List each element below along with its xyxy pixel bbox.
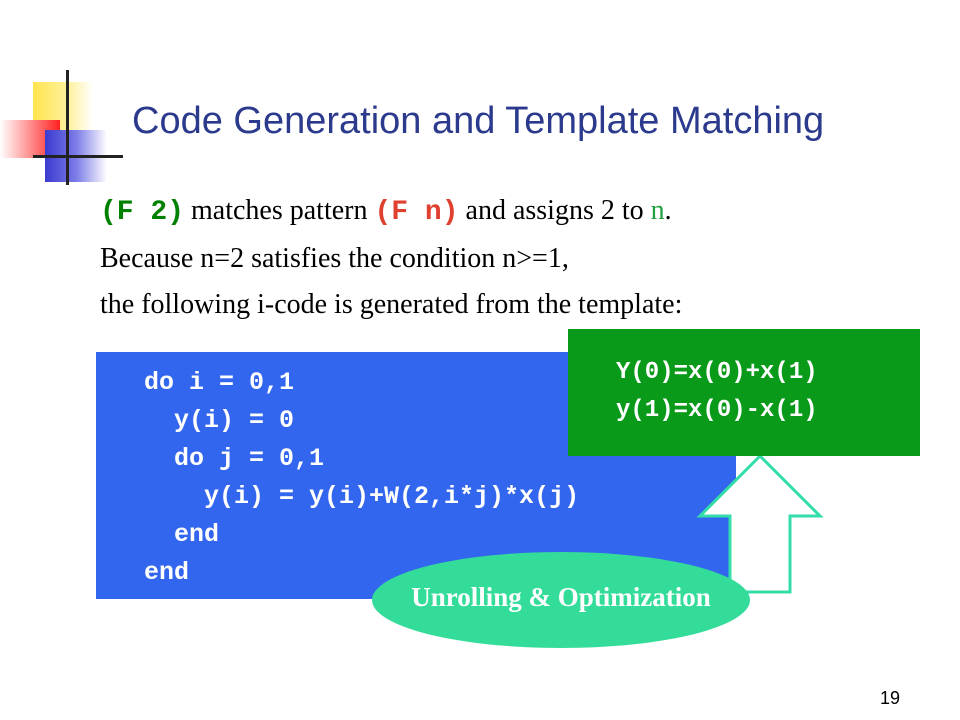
match-text-1: matches pattern — [184, 195, 375, 226]
optimized-result-block: Y(0)=x(0)+x(1) y(1)=x(0)-x(1) — [568, 329, 920, 456]
logo-vertical-line — [66, 70, 69, 185]
match-text-2: and assigns 2 to — [458, 195, 651, 226]
generated-statement: the following i-code is generated from t… — [100, 289, 683, 320]
result-line: Y(0)=x(0)+x(1) — [616, 359, 818, 386]
match-statement: (F 2) matches pattern (F n) and assigns … — [100, 195, 672, 228]
code-line: end — [144, 520, 220, 549]
condition-statement: Because n=2 satisfies the condition n>=1… — [100, 243, 569, 274]
code-line: do i = 0,1 — [144, 368, 295, 397]
code-line: y(i) = y(i)+W(2,i*j)*x(j) — [144, 482, 580, 511]
unrolling-ellipse: Unrolling & Optimization — [372, 552, 750, 648]
code-line: y(i) = 0 — [144, 406, 295, 435]
pattern-fn: (F n) — [374, 197, 459, 228]
match-text-3: . — [664, 195, 672, 226]
code-line: end — [144, 558, 190, 587]
slide-title: Code Generation and Template Matching — [132, 100, 825, 142]
page-number: 19 — [880, 688, 901, 708]
decorative-logo — [0, 70, 130, 190]
unrolling-label: Unrolling & Optimization — [411, 582, 711, 612]
var-n: n — [650, 195, 665, 226]
logo-horizontal-line — [33, 155, 123, 158]
expr-f2: (F 2) — [100, 197, 185, 228]
code-line: do j = 0,1 — [144, 444, 325, 473]
result-line: y(1)=x(0)-x(1) — [616, 397, 818, 424]
